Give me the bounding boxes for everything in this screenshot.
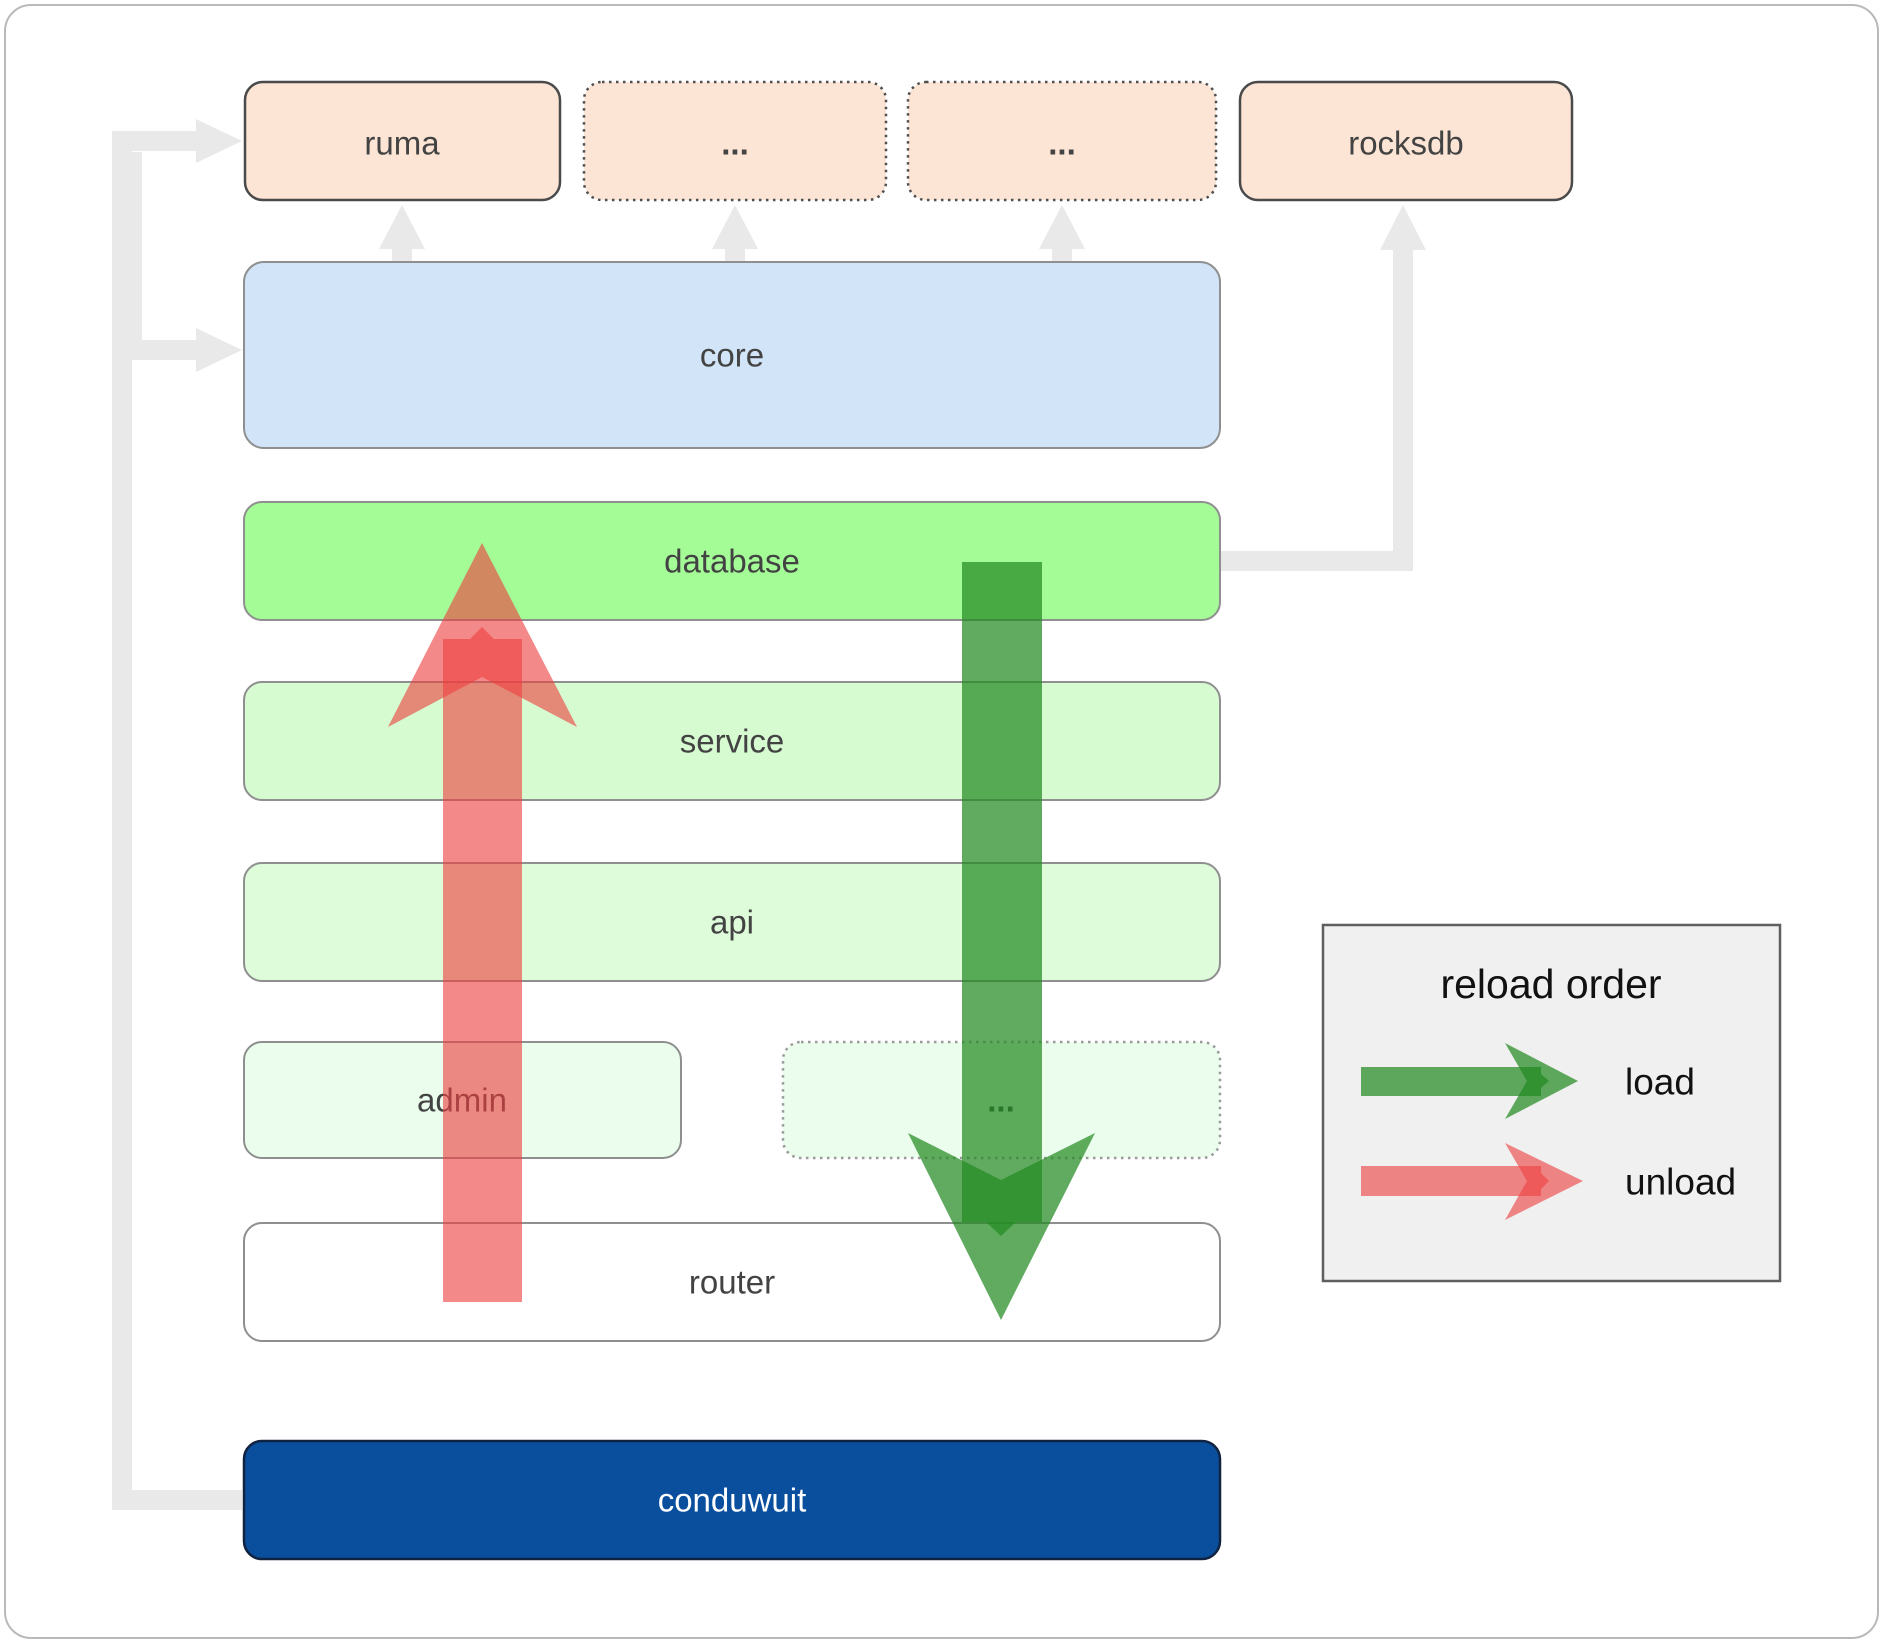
legend-load-label: load (1625, 1062, 1695, 1103)
core-to-ruma-arrowhead-icon (379, 205, 425, 249)
node-ellipsis-top-a-label: ... (721, 125, 749, 162)
node-ellipsis-top-a (582, 80, 888, 202)
core-to-ellipsis-b-arrow-shaft (1052, 246, 1072, 264)
legend-unload-label: unload (1625, 1162, 1736, 1203)
gray-connectors (112, 119, 1426, 1510)
node-rocksdb (1238, 80, 1574, 202)
connector-database-to-rocksdb (1220, 250, 1413, 571)
core-to-ruma-arrow-shaft (392, 246, 412, 264)
arrowhead-into-ruma-icon (196, 119, 242, 163)
load-arrowhead-icon (908, 1133, 1095, 1320)
legend-box (1321, 923, 1782, 1283)
node-ruma-label: ruma (364, 125, 440, 162)
arrowhead-into-core-icon (196, 328, 242, 372)
unload-arrow-shaft (443, 627, 522, 1302)
legend-unload-arrow-shaft (1361, 1166, 1549, 1196)
legend-load-arrowhead-icon (1505, 1043, 1578, 1119)
legend: reload order load unload (1321, 923, 1782, 1283)
arrowhead-into-rocksdb-icon (1380, 205, 1426, 250)
reload-arrows (388, 543, 1095, 1320)
node-core (243, 261, 1221, 449)
node-rocksdb-label: rocksdb (1348, 125, 1464, 162)
legend-title: reload order (1440, 961, 1661, 1007)
core-to-ellipsis-a-arrow-shaft (725, 246, 745, 264)
node-ellipsis-top-b (906, 80, 1218, 202)
connector-conduwuit-to-ruma (112, 131, 242, 1510)
node-ruma (243, 80, 562, 202)
connector-conduwuit-to-core (122, 152, 196, 360)
node-database-label: database (664, 543, 800, 580)
node-router-label: router (689, 1264, 775, 1301)
load-arrow-shaft (962, 562, 1042, 1236)
node-conduwuit (242, 1439, 1222, 1561)
core-to-ellipsis-b-arrowhead-icon (1039, 205, 1085, 249)
core-to-ellipsis-a-arrowhead-icon (712, 205, 758, 249)
node-ellipsis-top-b-label: ... (1048, 125, 1076, 162)
legend-unload-arrowhead-icon (1505, 1143, 1583, 1220)
node-core-label: core (700, 337, 764, 374)
legend-load-arrow-shaft (1361, 1067, 1549, 1096)
node-service-label: service (680, 723, 785, 760)
canvas-frame (4, 4, 1879, 1639)
node-conduwuit-label: conduwuit (658, 1482, 807, 1519)
node-api-label: api (710, 904, 754, 941)
unload-arrowhead-icon (388, 543, 577, 727)
